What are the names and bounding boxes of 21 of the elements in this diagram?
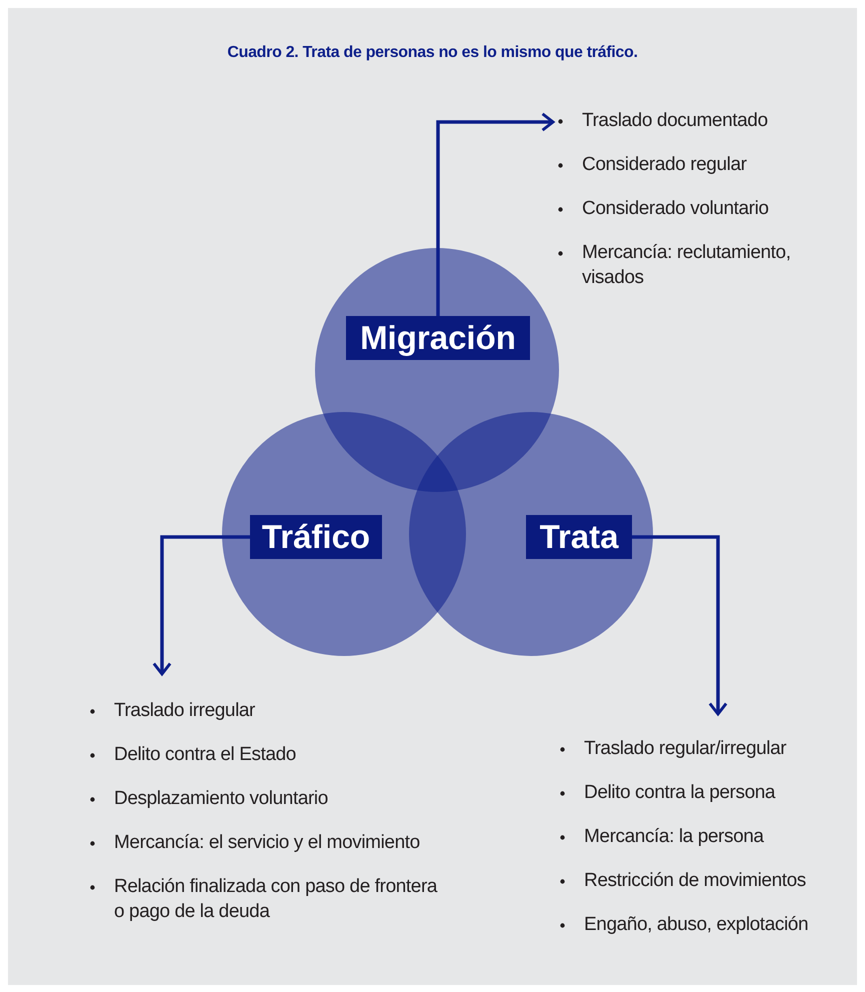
circle-label: Trata — [526, 515, 632, 559]
bullet-item: Mercancía: el servicio y el movimiento — [88, 830, 448, 855]
circle-label: Tráfico — [250, 515, 382, 559]
arrow — [152, 535, 250, 676]
bullet-item: Traslado irregular — [88, 698, 448, 723]
title: Cuadro 2. Trata de personas no es lo mismo que tráfico. — [226, 44, 639, 62]
bullet-item: Engaño, abuso, explotación — [558, 912, 848, 937]
bullet-item: Traslado regular/irregular — [558, 736, 848, 761]
bullet-item: Restricción de movimientos — [558, 868, 848, 893]
bullet-item: Mercancía: reclutamiento, visados — [556, 240, 831, 290]
bullet-item: Mercancía: la persona — [558, 824, 848, 849]
bullet-item: Delito contra el Estado — [88, 742, 448, 767]
circle-label: Migración — [346, 316, 530, 360]
arrow — [632, 535, 728, 716]
bullet-item: Relación finalizada con paso de frontera o pago de la deuda — [88, 874, 448, 924]
bullet-item: Desplazamiento voluntario — [88, 786, 448, 811]
bullet-item: Traslado documentado — [556, 108, 831, 133]
bullet-item: Considerado voluntario — [556, 196, 831, 221]
arrow — [436, 112, 554, 316]
bullet-item: Delito contra la persona — [558, 780, 848, 805]
bullet-item: Considerado regular — [556, 152, 831, 177]
